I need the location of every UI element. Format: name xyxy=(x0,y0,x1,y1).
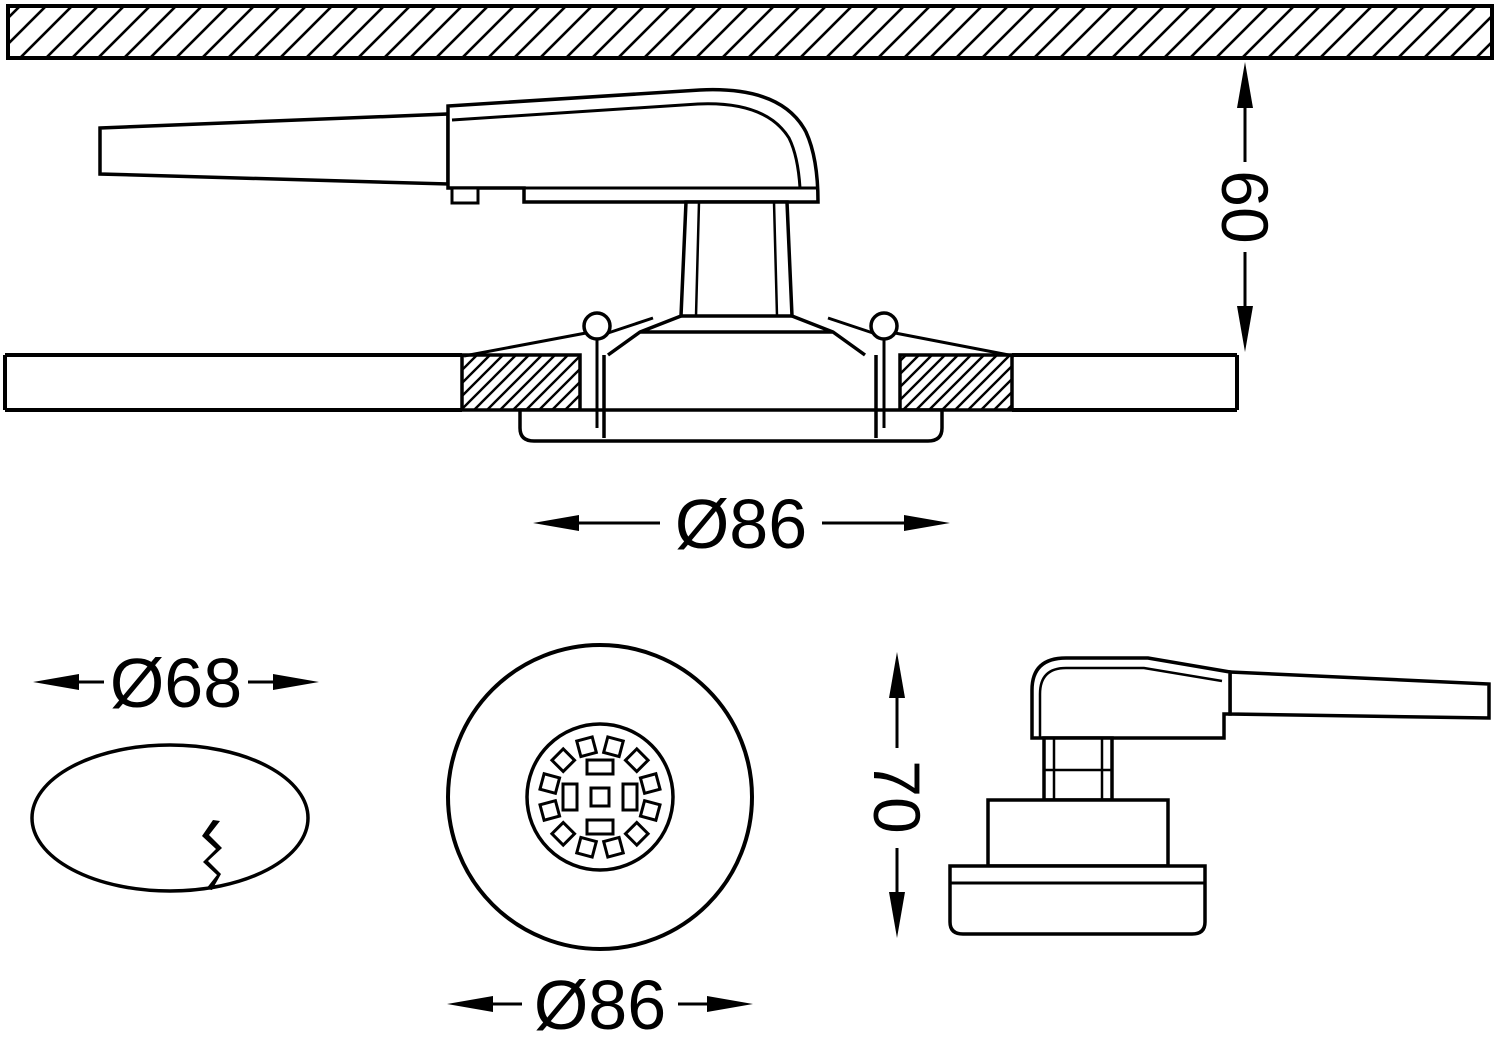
panel-section-hatch-right xyxy=(898,353,1014,412)
arrowhead-right-icon xyxy=(904,515,950,531)
saw-cut-mark xyxy=(202,820,222,890)
section-view-fixture xyxy=(98,87,1015,443)
spring-clip-right xyxy=(827,311,1015,428)
spring-clip-right-pivot xyxy=(869,311,899,341)
spring-clip-right-arms xyxy=(827,316,1015,428)
power-cable xyxy=(98,112,450,186)
dimension-label-fixture-height: 70 xyxy=(860,760,934,833)
fixture-height-dimension: 70 xyxy=(860,652,934,938)
fixture-can-walls xyxy=(602,355,878,438)
cutout-ellipse xyxy=(30,743,310,893)
arrowhead-up-icon xyxy=(1237,62,1253,108)
connector-housing-side-inner-line xyxy=(1038,666,1223,738)
arrowhead-up-icon xyxy=(889,652,905,698)
connector-housing-inner-line xyxy=(451,102,802,189)
panel-outline xyxy=(3,353,1239,412)
bezel-diameter-dimension-section: Ø86 xyxy=(533,485,950,563)
arrowhead-right-icon xyxy=(273,674,319,690)
dimension-label-cutout-diameter: Ø68 xyxy=(110,644,242,722)
led-module-circle xyxy=(525,722,675,872)
side-view: 70 xyxy=(860,652,1491,938)
connector-housing-side xyxy=(1030,656,1232,740)
reflector-shoulder xyxy=(606,314,867,357)
arrowhead-left-icon xyxy=(33,674,79,690)
arrowhead-down-icon xyxy=(889,892,905,938)
front-view: Ø86 xyxy=(446,643,754,1044)
led-module xyxy=(538,735,662,859)
power-cable-side xyxy=(1228,670,1491,720)
arrowhead-right-icon xyxy=(707,996,753,1012)
mounting-panel xyxy=(3,353,1239,412)
lamp-neck-inner-lines xyxy=(694,201,779,317)
dimension-label-bezel-diameter-section: Ø86 xyxy=(675,485,807,563)
panel-section-hatch-left xyxy=(460,353,582,412)
recess-depth-dimension: 60 xyxy=(1208,62,1282,352)
spring-clip-left xyxy=(463,311,654,428)
connector-housing xyxy=(446,87,820,204)
dimension-label-bezel-diameter-front: Ø86 xyxy=(534,966,666,1044)
trim-ring-side xyxy=(948,864,1207,936)
cable-clamp-nub xyxy=(450,186,480,205)
cutout-view: Ø68 xyxy=(30,644,319,893)
arrowhead-left-icon xyxy=(447,996,493,1012)
spring-clip-left-arms xyxy=(463,316,654,428)
dimension-label-recess-depth: 60 xyxy=(1208,170,1282,243)
led-chip-ring xyxy=(538,735,662,859)
cutout-diameter-dimension: Ø68 xyxy=(33,644,319,722)
lamp-neck-side-lines xyxy=(1044,738,1112,800)
led-center-pattern xyxy=(561,758,639,836)
arrowhead-down-icon xyxy=(1237,306,1253,352)
lamp-body-side xyxy=(986,798,1170,868)
bezel-diameter-dimension-front: Ø86 xyxy=(447,966,753,1044)
spring-clip-left-pivot xyxy=(582,311,612,341)
ceiling-slab-section xyxy=(6,4,1494,60)
arrowhead-left-icon xyxy=(533,515,579,531)
ceiling-slab xyxy=(6,4,1494,60)
trim-ring-flange xyxy=(518,408,944,443)
